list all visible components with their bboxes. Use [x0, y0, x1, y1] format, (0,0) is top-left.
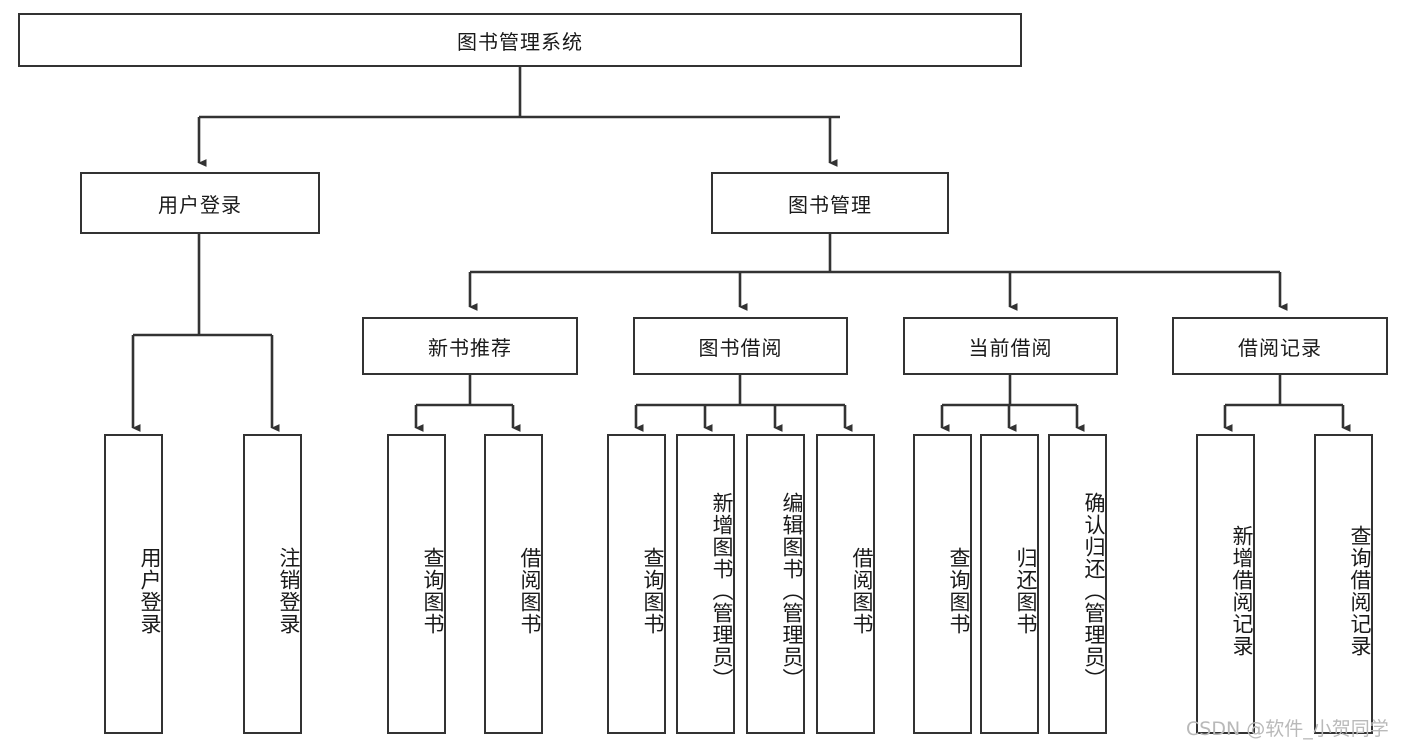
- node-label: 借阅记录: [1238, 335, 1322, 360]
- leaf-user-login-signout[interactable]: 注销登录: [243, 434, 302, 734]
- leaf-borrow-query-book[interactable]: 查询图书: [607, 434, 666, 734]
- watermark-text: CSDN @软件_小贺同学: [1186, 718, 1389, 740]
- node-label: 归还图书: [1014, 547, 1038, 635]
- node-label: 当前借阅: [968, 335, 1053, 360]
- node-book-management[interactable]: 图书管理: [711, 172, 949, 234]
- node-new-book-recommend[interactable]: 新书推荐: [362, 317, 578, 375]
- leaf-records-query-record[interactable]: 查询借阅记录: [1314, 434, 1373, 734]
- node-user-login[interactable]: 用户登录: [80, 172, 320, 234]
- leaf-records-add-record[interactable]: 新增借阅记录: [1196, 434, 1255, 734]
- node-label: 新增借阅记录: [1230, 525, 1254, 657]
- node-label: 查询图书: [641, 547, 665, 635]
- leaf-current-query-book[interactable]: 查询图书: [913, 434, 972, 734]
- node-label: 图书管理系统: [457, 29, 583, 54]
- node-current-borrow[interactable]: 当前借阅: [903, 317, 1118, 375]
- leaf-borrow-borrow-book[interactable]: 借阅图书: [816, 434, 875, 734]
- node-root-book-management-system[interactable]: 图书管理系统: [18, 13, 1022, 67]
- node-label: 图书借阅: [698, 335, 783, 360]
- node-label: 新书推荐: [428, 335, 512, 360]
- node-label: 用户登录: [158, 192, 242, 217]
- node-label: 图书管理: [788, 192, 872, 217]
- leaf-current-return-book[interactable]: 归还图书: [980, 434, 1039, 734]
- node-label: 注销登录: [277, 547, 301, 635]
- leaf-borrow-add-book-admin[interactable]: 新增图书（管理员）: [676, 434, 735, 734]
- node-label: 编辑图书（管理员）: [780, 492, 804, 690]
- leaf-recommend-borrow-book[interactable]: 借阅图书: [484, 434, 543, 734]
- node-book-borrow[interactable]: 图书借阅: [633, 317, 848, 375]
- node-borrow-records[interactable]: 借阅记录: [1172, 317, 1388, 375]
- leaf-borrow-edit-book-admin[interactable]: 编辑图书（管理员）: [746, 434, 805, 734]
- node-label: 用户登录: [138, 547, 162, 635]
- node-label: 借阅图书: [850, 547, 874, 635]
- leaf-current-confirm-return-admin[interactable]: 确认归还（管理员）: [1048, 434, 1107, 734]
- node-label: 查询图书: [947, 547, 971, 635]
- node-label: 查询图书: [421, 547, 445, 635]
- node-label: 确认归还（管理员）: [1082, 492, 1106, 690]
- leaf-user-login-signin[interactable]: 用户登录: [104, 434, 163, 734]
- node-label: 查询借阅记录: [1348, 525, 1372, 657]
- node-label: 借阅图书: [518, 547, 542, 635]
- leaf-recommend-query-book[interactable]: 查询图书: [387, 434, 446, 734]
- node-label: 新增图书（管理员）: [710, 492, 734, 690]
